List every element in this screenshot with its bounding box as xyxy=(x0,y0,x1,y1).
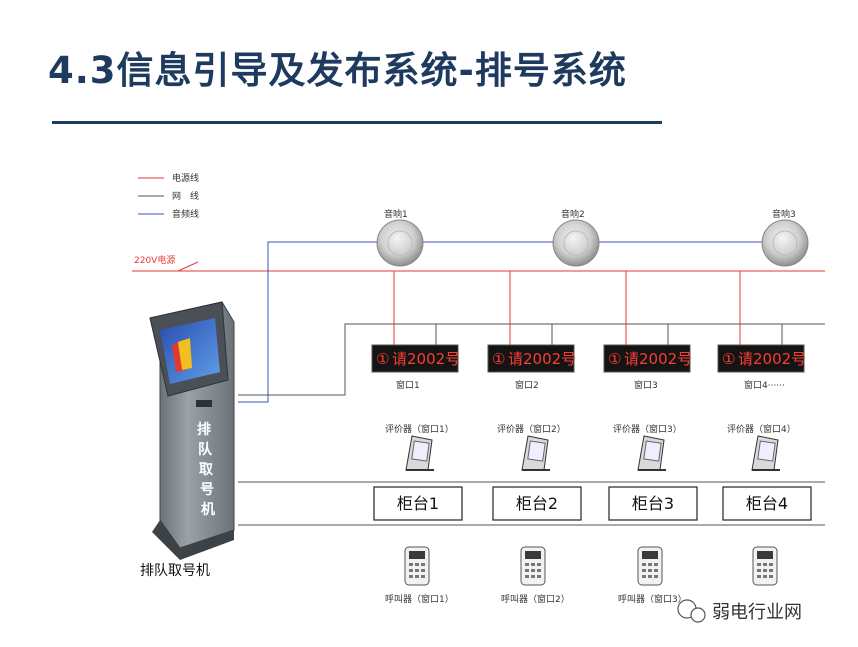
audio-line xyxy=(238,241,800,403)
window-label-3: 窗口3 xyxy=(634,379,658,391)
legend-network-label: 网 线 xyxy=(172,190,199,202)
kiosk-char-3: 取 xyxy=(199,462,214,478)
led-display-4: ① 请2002号 窗口4······ xyxy=(717,344,806,391)
legend: 电源线 网 线 音频线 xyxy=(138,172,199,220)
evaluator-1: 评价器（窗口1） xyxy=(385,423,454,471)
counter-1: 柜台1 xyxy=(373,486,463,521)
led-text-2: 请2002号 xyxy=(508,350,576,368)
kiosk-char-5: 机 xyxy=(201,501,215,518)
caller-2: 呼叫器（窗口2） xyxy=(501,546,570,605)
led-display-1: ① 请2002号 窗口1 xyxy=(371,344,460,391)
evaluator-label-4: 评价器（窗口4） xyxy=(727,423,796,435)
window-label-1: 窗口1 xyxy=(396,379,420,391)
window-label-4: 窗口4······ xyxy=(744,379,785,391)
led-text-4: 请2002号 xyxy=(738,350,806,368)
led-text-3: 请2002号 xyxy=(624,350,692,368)
led-badge: ① xyxy=(492,350,505,368)
counter-label-1: 柜台1 xyxy=(397,494,439,513)
kiosk-char-2: 队 xyxy=(198,441,213,458)
counter-3: 柜台3 xyxy=(608,486,698,521)
power-label: 220V电源 xyxy=(134,254,175,266)
led-display-2: ① 请2002号 窗口2 xyxy=(487,344,576,391)
speaker-3-label: 音响3 xyxy=(772,208,796,220)
led-badge: ① xyxy=(608,350,621,368)
counter-label-4: 柜台4 xyxy=(746,494,788,513)
led-text-1: 请2002号 xyxy=(392,350,460,368)
kiosk-caption: 排队取号机 xyxy=(140,563,210,579)
page-title: 4.3信息引导及发布系统-排号系统 xyxy=(48,49,627,92)
evaluator-label-1: 评价器（窗口1） xyxy=(385,423,454,435)
power-switch xyxy=(177,261,199,272)
speaker-2: 音响2 xyxy=(552,208,600,267)
counter-4: 柜台4 xyxy=(722,486,812,521)
speaker-1-label: 音响1 xyxy=(384,208,408,220)
evaluator-3: 评价器（窗口3） xyxy=(613,423,682,471)
speaker-2-label: 音响2 xyxy=(561,208,585,220)
watermark-text: 弱电行业网 xyxy=(712,602,802,623)
evaluator-label-2: 评价器（窗口2） xyxy=(497,423,566,435)
network-lines xyxy=(238,323,825,526)
kiosk-char-1: 排 xyxy=(197,421,211,438)
led-badge: ① xyxy=(722,350,735,368)
led-display-3: ① 请2002号 窗口3 xyxy=(603,344,692,391)
led-badge: ① xyxy=(376,350,389,368)
watermark: 弱电行业网 xyxy=(677,599,802,623)
evaluator-2: 评价器（窗口2） xyxy=(497,423,566,471)
legend-power-label: 电源线 xyxy=(172,172,199,184)
evaluator-4: 评价器（窗口4） xyxy=(727,423,796,471)
window-label-2: 窗口2 xyxy=(515,379,539,391)
caller-label-3: 呼叫器（窗口3） xyxy=(618,593,687,605)
legend-audio-label: 音频线 xyxy=(172,208,199,220)
counter-2: 柜台2 xyxy=(492,486,582,521)
caller-4 xyxy=(752,546,778,586)
title-underline xyxy=(52,121,662,124)
evaluator-label-3: 评价器（窗口3） xyxy=(613,423,682,435)
counter-label-3: 柜台3 xyxy=(632,494,674,513)
counter-label-2: 柜台2 xyxy=(516,494,558,513)
speaker-3: 音响3 xyxy=(761,208,809,267)
caller-3: 呼叫器（窗口3） xyxy=(618,546,687,605)
power-line: 220V电源 xyxy=(132,254,825,272)
queue-ticket-kiosk: 排 队 取 号 机 排队取号机 xyxy=(140,301,235,579)
display-drops xyxy=(393,271,783,345)
caller-1: 呼叫器（窗口1） xyxy=(385,546,454,605)
speaker-1: 音响1 xyxy=(376,208,424,267)
kiosk-char-4: 号 xyxy=(200,482,214,498)
caller-label-2: 呼叫器（窗口2） xyxy=(501,593,570,605)
caller-label-1: 呼叫器（窗口1） xyxy=(385,593,454,605)
